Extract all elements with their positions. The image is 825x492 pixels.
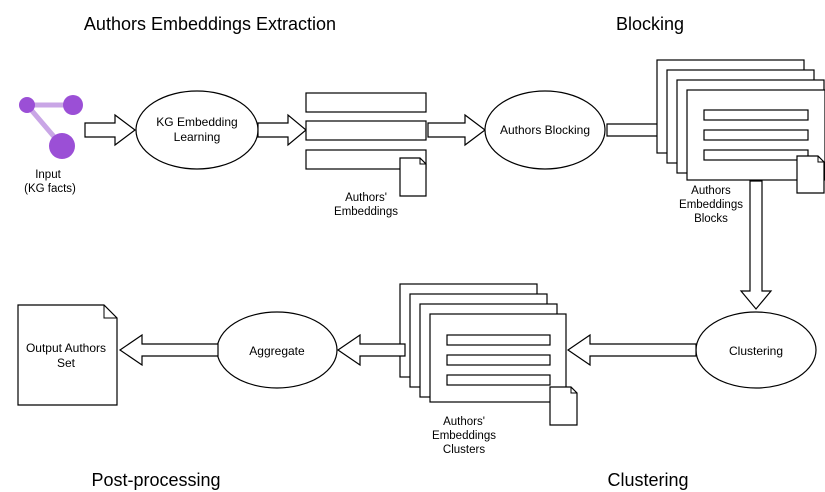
document-icon — [399, 157, 427, 197]
cluster-vector-bar — [446, 334, 551, 346]
embedding-vector-bar — [305, 120, 427, 141]
embedding-vector-bar — [305, 149, 427, 170]
authors-embeddings-clusters-stack — [399, 283, 578, 426]
document-fold — [419, 158, 426, 165]
arrow-kg-to-embeddings — [257, 113, 307, 147]
aggregate-label: Aggregate — [249, 344, 305, 358]
arrow-clustering-to-clusters — [566, 333, 697, 367]
block-vector-bar — [703, 149, 809, 161]
knowledge-graph-icon — [19, 95, 83, 159]
graph-node — [63, 95, 83, 115]
arrow-input-to-kg — [84, 113, 136, 147]
input-label-line2: (KG facts) — [24, 183, 76, 195]
block-vector-bar — [703, 129, 809, 141]
document-fold — [570, 387, 577, 394]
clusters-label-line2: Embeddings — [432, 430, 496, 442]
input-label-line1: Input — [35, 169, 61, 181]
kg-embedding-label-line2: Learning — [174, 130, 221, 144]
authors-blocking-node — [484, 90, 606, 170]
clustering-label: Clustering — [729, 344, 783, 358]
document-fold — [817, 156, 824, 163]
blocks-label-line2: Embeddings — [679, 199, 743, 211]
output-label-line1: Output Authors — [26, 341, 106, 355]
graph-node — [49, 133, 75, 159]
output-label-line2: Set — [57, 356, 76, 370]
block-vector-bar — [703, 109, 809, 121]
authors-embeddings-blocks-stack — [656, 59, 825, 194]
section-title-extraction: Authors Embeddings Extraction — [84, 14, 336, 34]
graph-node — [19, 97, 35, 113]
authors-blocking-label: Authors Blocking — [500, 123, 590, 137]
section-title-postprocessing: Post-processing — [91, 470, 220, 490]
section-title-blocking: Blocking — [616, 14, 684, 34]
clusters-label-line3: Clusters — [443, 444, 485, 456]
arrow-aggregate-to-output — [118, 333, 219, 367]
embedding-vector-bar — [305, 92, 427, 113]
clusters-label-line1: Authors' — [443, 416, 485, 428]
embeddings-label-line2: Embeddings — [334, 206, 398, 218]
document-fold — [103, 305, 117, 319]
cluster-vector-bar — [446, 374, 551, 386]
blocks-label-line3: Blocks — [694, 213, 728, 225]
cluster-vector-bar — [446, 354, 551, 366]
arrow-embeddings-to-blocking — [427, 113, 486, 147]
embeddings-label-line1: Authors' — [345, 192, 387, 204]
authors-embeddings-vectors — [305, 92, 427, 197]
section-title-clustering: Clustering — [607, 470, 688, 490]
arrow-blocks-to-clustering — [739, 180, 773, 310]
blocks-label-line1: Authors — [691, 185, 731, 197]
document-icon — [796, 155, 825, 194]
arrow-clusters-to-aggregate — [336, 333, 406, 367]
document-icon — [549, 386, 578, 426]
output-authors-set-document — [17, 304, 118, 406]
kg-embedding-label-line1: KG Embedding — [156, 115, 237, 129]
